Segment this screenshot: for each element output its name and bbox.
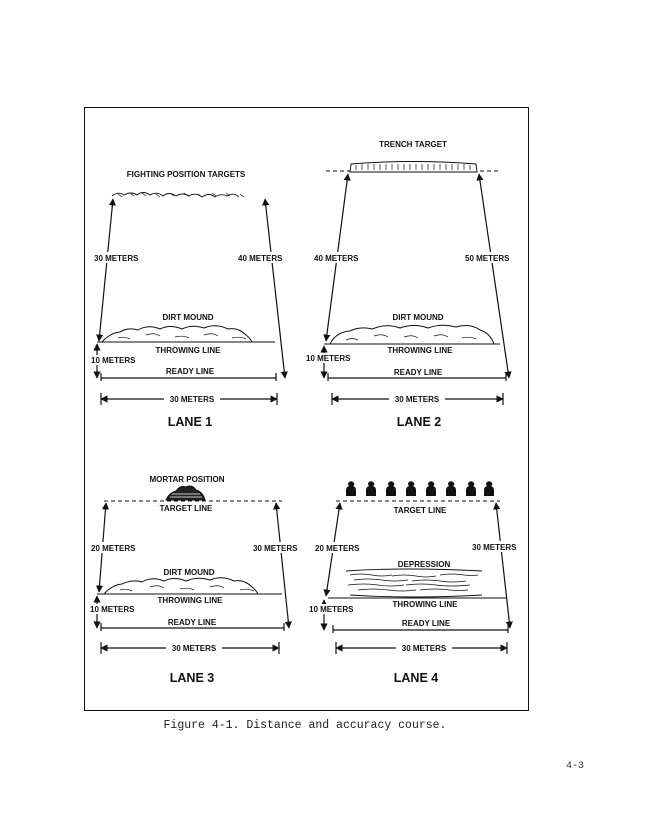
lane-1-target-label: FIGHTING POSITION TARGETS [127,170,246,179]
figure-caption: Figure 4-1. Distance and accuracy course… [163,719,447,732]
fighting-position-targets [111,192,240,198]
lane-3-width: 30 METERS [172,644,217,653]
trench-target-icon [349,161,478,173]
lane-4-width: 30 METERS [402,644,447,653]
silhouette-target-icon [406,481,416,496]
lane-3-left-distance: 20 METERS [91,544,136,553]
lane-2-title: LANE 2 [397,415,442,429]
lane-1-width: 30 METERS [170,395,215,404]
lane-1-title: LANE 1 [168,415,213,429]
lane-3-obstacle-label: DIRT MOUND [163,568,214,577]
silhouette-targets [346,481,494,496]
silhouette-target-icon [484,481,494,496]
lane-4-obstacle-label: DEPRESSION [398,560,451,569]
lane-1-right-distance: 40 METERS [238,254,283,263]
lane-1-obstacle-label: DIRT MOUND [162,313,213,322]
lane-3-throwing-line-label: THROWING LINE [158,596,224,605]
lane-2-right-distance: 50 METERS [465,254,510,263]
silhouette-target-icon [426,481,436,496]
lane-3-ready-gap: 10 METERS [90,605,135,614]
lane-4-right-distance-line [493,502,513,629]
lane-4-target-line-label: TARGET LINE [394,506,447,515]
silhouette-target-icon [366,481,376,496]
lane-4-right-distance: 30 METERS [472,543,517,552]
silhouette-target-icon [346,481,356,496]
dirt-mound-icon [329,324,495,345]
lane-3: MORTAR POSITION TARGET LINE 20 METERS 30… [88,475,305,685]
lane-4: TARGET LINE 20 METERS 30 METERS DEPRESSI… [307,481,524,685]
lane-1-right-distance-line [262,198,288,379]
lane-1: FIGHTING POSITION TARGETS 30 METERS 40 M… [89,170,290,429]
lane-3-title: LANE 3 [170,671,215,685]
lane-2-right-distance-line [476,173,512,379]
lane-2-left-distance: 40 METERS [314,254,359,263]
lane-4-title: LANE 4 [394,671,439,685]
lane-3-right-distance: 30 METERS [253,544,298,553]
dirt-mound-icon [102,577,259,595]
lane-3-target-label: MORTAR POSITION [150,475,225,484]
lane-3-right-distance-line [273,502,292,629]
silhouette-target-icon [466,481,476,496]
lane-4-ready-gap: 10 METERS [309,605,354,614]
lane-1-throwing-line-label: THROWING LINE [156,346,222,355]
lane-1-left-distance-line [96,198,116,342]
lane-3-target-line-label: TARGET LINE [160,504,213,513]
lane-4-left-distance: 20 METERS [315,544,360,553]
lane-2-width: 30 METERS [395,395,440,404]
lane-4-ready-line-label: READY LINE [402,619,451,628]
depression-icon [345,568,483,598]
lane-2-ready-line-label: READY LINE [394,368,443,377]
silhouette-target-icon [446,481,456,496]
mortar-position-icon [165,485,206,501]
dirt-mound-icon [100,325,253,343]
lane-4-throwing-line-label: THROWING LINE [393,600,459,609]
lane-1-ready-line-label: READY LINE [166,367,215,376]
silhouette-target-icon [386,481,396,496]
page-number: 4-3 [566,761,585,772]
lane-2-target-label: TRENCH TARGET [379,140,447,149]
figure-frame [84,107,529,711]
lane-1-ready-gap: 10 METERS [91,356,136,365]
lane-1-left-distance: 30 METERS [94,254,139,263]
lane-2-throwing-line-label: THROWING LINE [388,346,454,355]
lane-3-ready-line-label: READY LINE [168,618,217,627]
lane-2-ready-gap: 10 METERS [306,354,351,363]
lane-2-obstacle-label: DIRT MOUND [392,313,443,322]
lane-2: TRENCH TARGET 40 METERS 50 METERS DIRT M… [304,140,517,429]
